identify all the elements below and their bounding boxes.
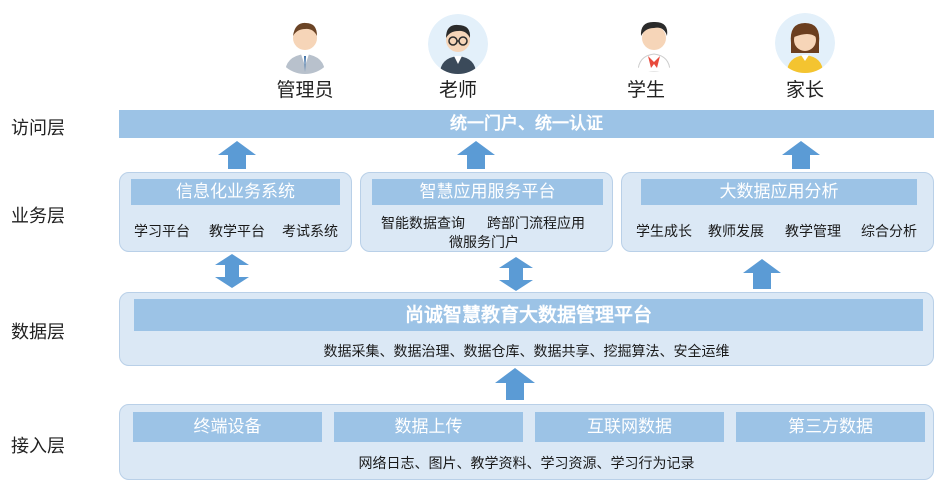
arrow-up-icon	[495, 368, 535, 400]
info-system-item: 考试系统	[282, 224, 338, 240]
access-bar: 统一门户、统一认证	[119, 110, 934, 138]
ingest-item: 数据上传	[334, 412, 523, 442]
layer-label-data: 数据层	[11, 322, 65, 343]
layer-label-ingest: 接入层	[11, 436, 65, 457]
bigdata-item: 教学管理	[785, 224, 841, 240]
info-system-item: 学习平台	[134, 224, 190, 240]
ingest-item: 第三方数据	[736, 412, 925, 442]
layer-label-business: 业务层	[11, 206, 65, 227]
bigdata-title: 大数据应用分析	[641, 179, 917, 205]
bigdata-item: 学生成长	[636, 224, 692, 240]
admin-avatar-icon	[275, 14, 335, 74]
smart-service-item: 跨部门流程应用	[487, 216, 585, 232]
role-label-parent: 家长	[785, 79, 824, 101]
info-system-title: 信息化业务系统	[131, 179, 340, 205]
ingest-item: 互联网数据	[535, 412, 724, 442]
ingest-subtitle: 网络日志、图片、教学资料、学习资源、学习行为记录	[358, 456, 695, 472]
smart-service-title: 智慧应用服务平台	[372, 179, 603, 205]
data-platform-subtitle: 数据采集、数据治理、数据仓库、数据共享、挖掘算法、安全运维	[323, 344, 730, 360]
role-label-teacher: 老师	[438, 79, 477, 101]
ingest-item: 终端设备	[133, 412, 322, 442]
bigdata-panel: 大数据应用分析 学生成长 教师发展 教学管理 综合分析	[621, 172, 934, 252]
arrow-updown-icon	[215, 254, 249, 288]
arrow-up-icon	[782, 141, 820, 169]
role-admin	[275, 14, 335, 78]
role-label-admin: 管理员	[276, 79, 334, 101]
teacher-avatar-icon	[428, 14, 488, 74]
arrow-up-icon	[457, 141, 495, 169]
bigdata-item: 教师发展	[708, 224, 764, 240]
data-platform-panel: 尚诚智慧教育大数据管理平台 数据采集、数据治理、数据仓库、数据共享、挖掘算法、安…	[119, 292, 934, 366]
student-avatar-icon	[624, 12, 684, 73]
layer-label-access: 访问层	[11, 118, 65, 139]
smart-service-item: 智能数据查询	[381, 216, 465, 232]
role-parent	[775, 13, 835, 77]
info-system-item: 教学平台	[209, 224, 265, 240]
arrow-updown-icon	[499, 257, 533, 291]
parent-avatar-icon	[775, 13, 835, 73]
role-teacher	[428, 14, 488, 78]
role-student	[624, 12, 684, 76]
bigdata-item: 综合分析	[861, 224, 917, 240]
ingest-panel: 终端设备 数据上传 互联网数据 第三方数据 网络日志、图片、教学资料、学习资源、…	[119, 404, 934, 480]
smart-service-panel: 智慧应用服务平台 智能数据查询 跨部门流程应用 微服务门户	[360, 172, 613, 252]
smart-service-item: 微服务门户	[449, 235, 519, 251]
arrow-up-icon	[743, 259, 781, 289]
role-label-student: 学生	[626, 79, 665, 101]
data-platform-title: 尚诚智慧教育大数据管理平台	[134, 299, 923, 331]
info-system-panel: 信息化业务系统 学习平台 教学平台 考试系统	[119, 172, 352, 252]
arrow-up-icon	[218, 141, 256, 169]
